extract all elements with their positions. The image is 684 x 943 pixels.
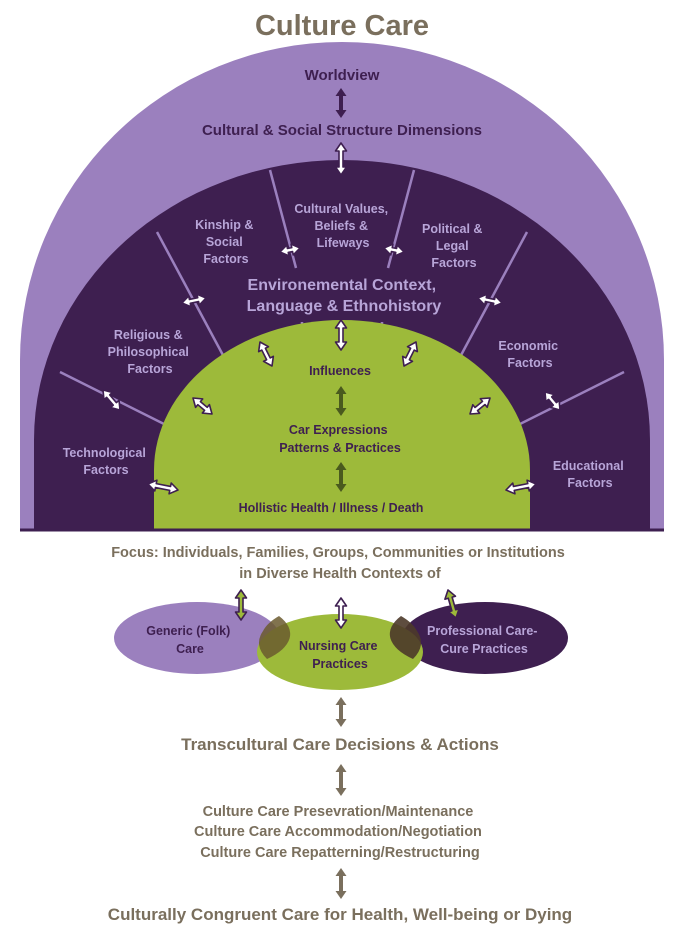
holistic-health-label: Hollistic Health / Illness / Death: [239, 501, 424, 515]
divider-6: [503, 370, 625, 434]
kinship-arrow-icon: [257, 341, 275, 367]
care-expressions-label: Car Expressions Patterns & Practices: [279, 423, 401, 455]
expressions-arrow-icon: [335, 462, 347, 492]
decisions-label: Transcultural Care Decisions & Actions: [181, 735, 499, 754]
economic-arrow-icon: [469, 397, 491, 415]
focus-label: Focus: Individuals, Families, Groups, Co…: [111, 545, 569, 582]
influences-label: Influences: [309, 364, 371, 378]
cultural-values-label: Cultural Values, Beliefs & Lifeways: [294, 202, 391, 250]
environment-arrow-icon: [334, 319, 348, 351]
nursing-care-ellipse: [257, 614, 423, 690]
values-political-arrow-icon: [383, 243, 405, 257]
nursing-decision-arrow-icon: [335, 697, 347, 727]
professional-care-ellipse: [402, 602, 568, 674]
nursing-care-label: Nursing Care Practices: [299, 639, 381, 671]
influences-arrow-icon: [335, 386, 347, 416]
professional-nursing-overlap: [389, 616, 422, 659]
worldview-label: Worldview: [305, 67, 380, 84]
economic-educational-arrow-icon: [544, 391, 561, 411]
modes-outcome-arrow-icon: [335, 868, 347, 899]
divider-1: [59, 370, 181, 434]
dimensions-arrow-icon: [334, 142, 348, 176]
environmental-context-label: Environemental Context, Language & Ethno…: [247, 277, 442, 315]
economic-factors-label: Economic Factors: [498, 339, 561, 370]
diagram-title: Culture Care: [255, 10, 429, 42]
political-arrow-icon: [401, 341, 419, 367]
educational-factors-label: Educational Factors: [553, 459, 627, 490]
generic-care-label: Generic (Folk) Care: [146, 624, 234, 656]
kinship-values-arrow-icon: [279, 243, 301, 257]
political-economic-arrow-icon: [477, 293, 503, 308]
care-modes-label: Culture Care Presevration/Maintenance Cu…: [194, 804, 486, 861]
religious-arrow-icon: [192, 397, 213, 415]
worldview-arrow-icon: [335, 88, 347, 118]
generic-care-ellipse: [114, 602, 280, 674]
tech-arrow-icon: [147, 479, 179, 495]
influence-arrows: [102, 88, 561, 899]
political-factors-label: Political & Legal Factors: [422, 222, 486, 270]
outcome-label: Culturally Congruent Care for Health, We…: [108, 905, 572, 924]
health-dome: [154, 320, 530, 530]
decision-modes-arrow-icon: [335, 764, 347, 796]
technological-factors-label: Technological Factors: [63, 446, 150, 477]
factor-labels: Technological Factors Religious & Philos…: [63, 202, 627, 490]
dimensions-label: Cultural & Social Structure Dimensions: [202, 122, 482, 139]
kinship-factors-label: Kinship & Social Factors: [195, 218, 257, 266]
generic-nursing-overlap: [258, 616, 291, 659]
professional-care-label: Professional Care- Cure Practices: [427, 624, 541, 656]
educational-arrow-icon: [505, 479, 537, 495]
nursing-arrow-icon: [334, 597, 348, 629]
professional-arrow-icon: [444, 589, 460, 619]
religious-factors-label: Religious & Philosophical Factors: [108, 328, 193, 376]
tech-religious-arrow-icon: [102, 389, 121, 411]
generic-arrow-icon: [234, 589, 248, 621]
religious-kinship-arrow-icon: [181, 293, 207, 308]
